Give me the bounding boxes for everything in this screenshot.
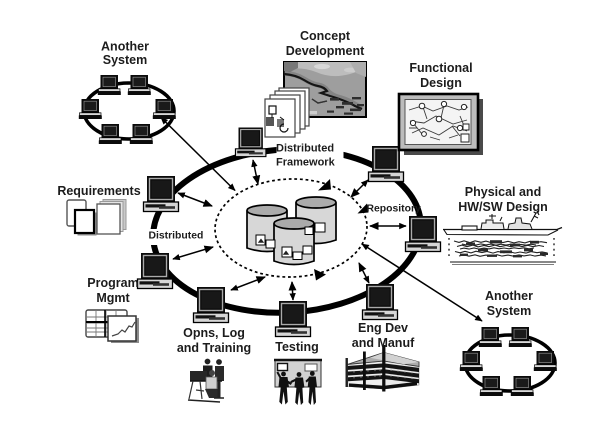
svg-text:Repository: Repository bbox=[367, 204, 421, 215]
svg-text:HW/SW Design: HW/SW Design bbox=[458, 200, 548, 214]
svg-text:Distributed: Distributed bbox=[276, 143, 334, 155]
svg-text:and Manuf: and Manuf bbox=[352, 336, 415, 350]
svg-text:System: System bbox=[103, 53, 147, 67]
svg-text:Development: Development bbox=[286, 44, 365, 58]
svg-text:Testing: Testing bbox=[275, 340, 319, 354]
svg-text:and Training: and Training bbox=[177, 341, 251, 355]
svg-text:Concept: Concept bbox=[300, 29, 351, 43]
svg-text:Eng Dev: Eng Dev bbox=[358, 321, 408, 335]
svg-text:Mgmt: Mgmt bbox=[96, 291, 130, 305]
svg-text:Another: Another bbox=[101, 39, 149, 53]
svg-text:Program: Program bbox=[87, 276, 138, 290]
svg-text:System: System bbox=[487, 304, 531, 318]
svg-text:Framework: Framework bbox=[276, 157, 336, 169]
svg-text:Physical and: Physical and bbox=[465, 185, 541, 199]
svg-text:Opns, Log: Opns, Log bbox=[183, 326, 245, 340]
svg-text:Design: Design bbox=[420, 76, 462, 90]
svg-text:Another: Another bbox=[485, 289, 533, 303]
svg-text:Requirements: Requirements bbox=[57, 184, 140, 198]
svg-text:Distributed: Distributed bbox=[149, 231, 204, 242]
svg-text:Functional: Functional bbox=[409, 61, 472, 75]
